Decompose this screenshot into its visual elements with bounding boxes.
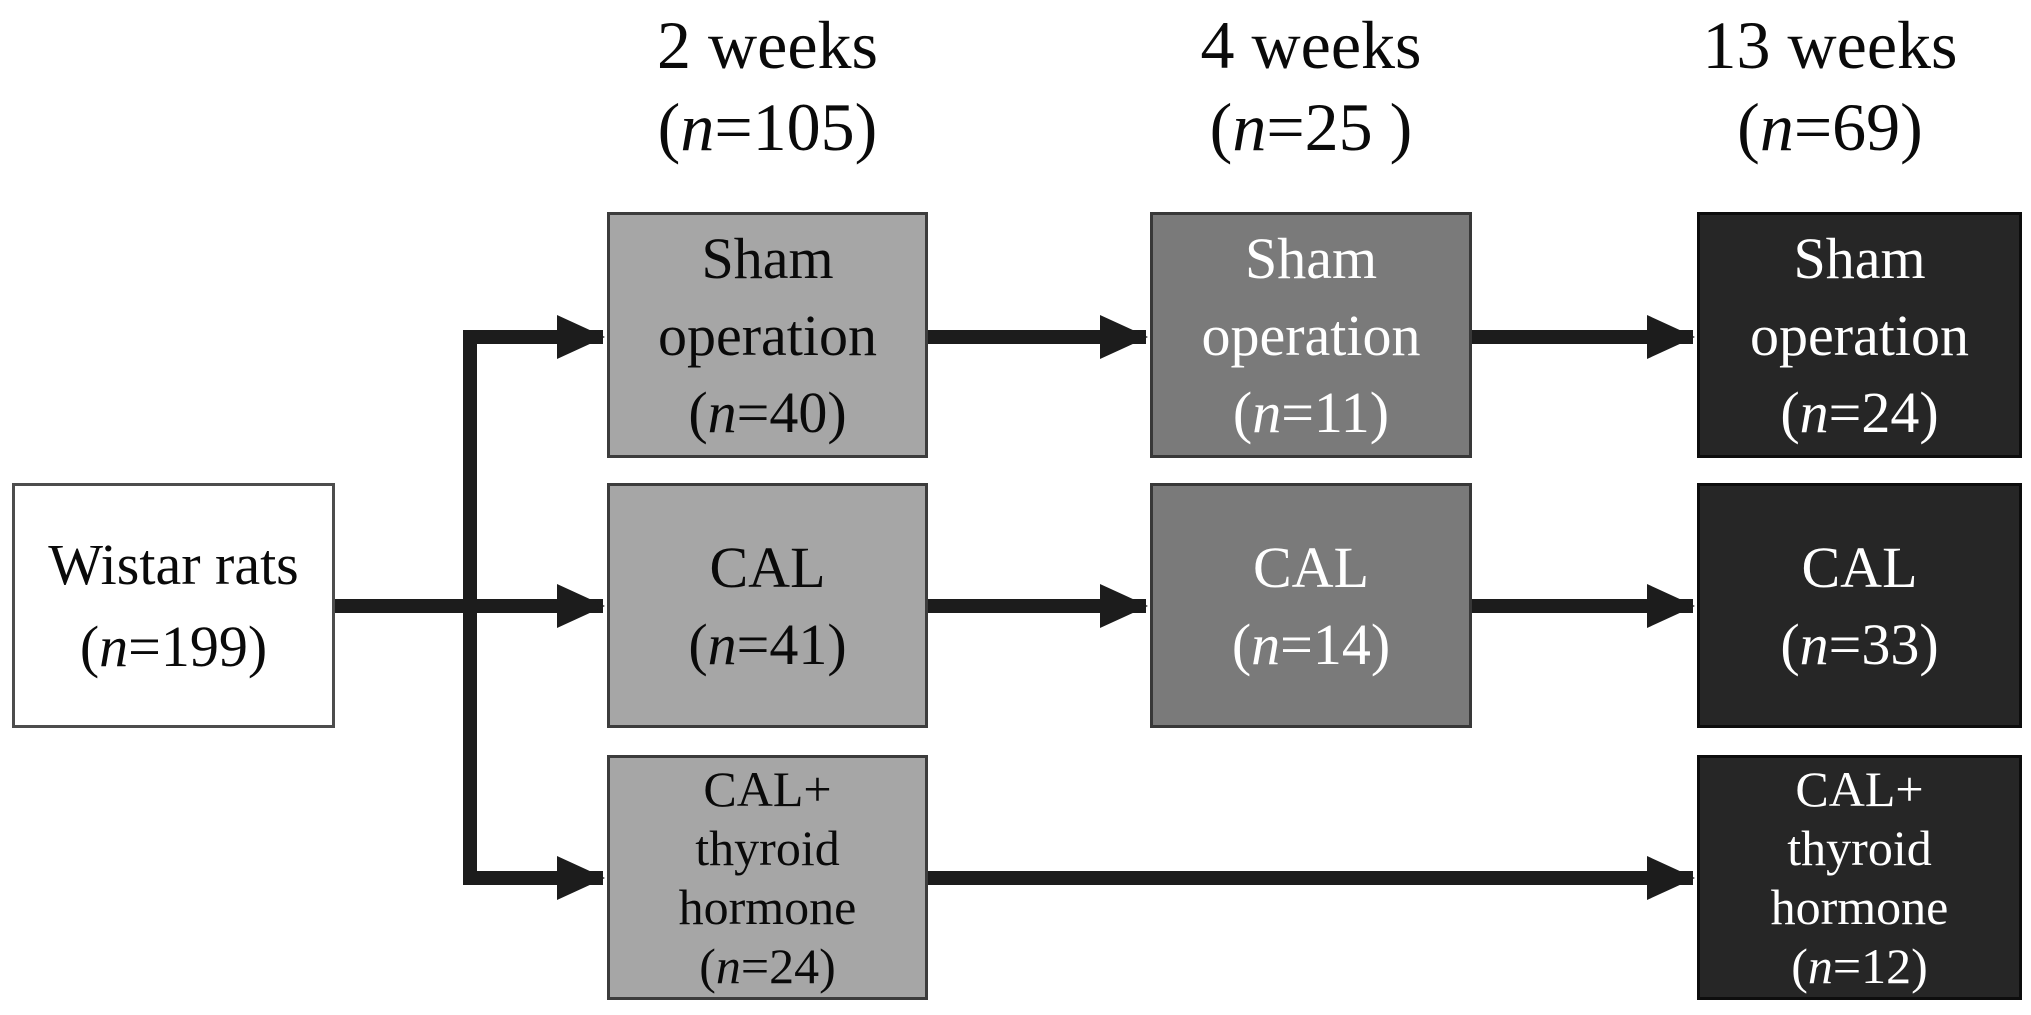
box-line: CAL+ [703,760,832,817]
box-cal-2w: CAL (n=41) [607,483,928,728]
header-n-count: (n=25 ) [1209,89,1413,165]
header-2-weeks: 2 weeks (n=105) [607,0,928,168]
box-line: Sham [701,225,834,291]
box-sham-2w: Sham operation (n=40) [607,212,928,458]
box-line: hormone [678,878,857,935]
header-n-count: (n=105) [657,89,878,165]
box-cal-13w: CAL (n=33) [1697,483,2022,728]
box-n-count: (n=14) [1231,611,1391,677]
box-line: thyroid [695,819,840,876]
box-cal-4w: CAL (n=14) [1150,483,1472,728]
box-line: hormone [1770,878,1949,935]
box-sham-4w: Sham operation (n=11) [1150,212,1472,458]
box-cal-thyroid-2w: CAL+ thyroid hormone (n=24) [607,755,928,1000]
header-time-label: 13 weeks [1702,7,1958,83]
box-n-count: (n=24) [1780,379,1939,445]
box-n-count: (n=24) [699,937,836,994]
header-time-label: 2 weeks [657,7,878,83]
box-cal-thyroid-13w: CAL+ thyroid hormone (n=12) [1697,755,2022,1000]
header-13-weeks: 13 weeks (n=69) [1660,0,2000,168]
box-line: CAL [709,534,826,600]
box-wistar-rats: Wistar rats (n=199) [12,483,335,728]
box-n-count: (n=199) [79,613,268,679]
header-time-label: 4 weeks [1200,7,1422,83]
box-n-count: (n=11) [1232,379,1390,445]
box-line: CAL [1801,534,1918,600]
box-line: Wistar rats [48,531,299,597]
header-n-count: (n=69) [1737,89,1923,165]
box-line: operation [1201,302,1421,368]
header-4-weeks: 4 weeks (n=25 ) [1150,0,1472,168]
box-line: Sham [1244,225,1378,291]
box-n-count: (n=33) [1780,611,1939,677]
box-line: operation [1749,302,1970,368]
box-line: CAL [1253,534,1369,600]
box-sham-13w: Sham operation (n=24) [1697,212,2022,458]
box-line: Sham [1793,225,1926,291]
box-n-count: (n=40) [688,379,847,445]
box-n-count: (n=12) [1791,937,1928,994]
box-line: operation [657,302,878,368]
box-line: thyroid [1787,819,1932,876]
box-n-count: (n=41) [688,611,847,677]
box-line: CAL+ [1795,760,1924,817]
